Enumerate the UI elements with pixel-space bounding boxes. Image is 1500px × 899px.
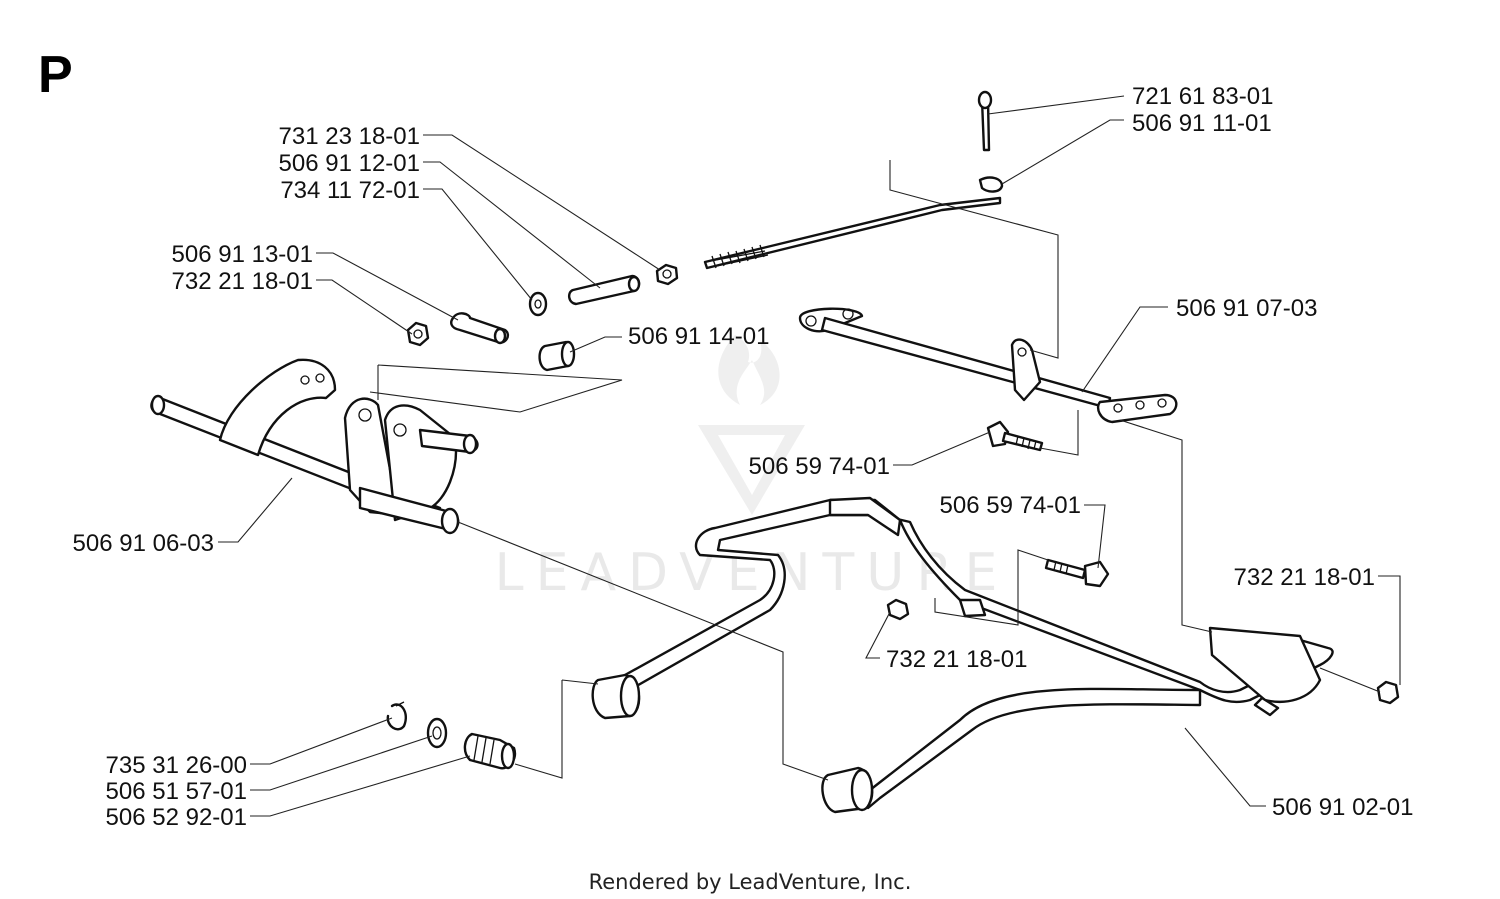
spacer-506-91-12-01 — [568, 274, 641, 306]
nut-731-23-18-01 — [655, 263, 679, 286]
callout-labels: 721 61 83-01 506 91 11-01 731 23 18-01 5… — [73, 83, 1414, 831]
cotter-pin-721-61-83-01 — [977, 90, 993, 152]
callout-506-91-07-03: 506 91 07-03 — [1176, 295, 1317, 322]
callout-506-91-11-01: 506 91 11-01 — [1132, 110, 1272, 137]
callout-506-91-06-03: 506 91 06-03 — [73, 530, 214, 557]
assembly-lines — [369, 160, 1381, 781]
callout-506-91-02-01: 506 91 02-01 — [1272, 794, 1413, 821]
nut-732-21-18-01-mid — [886, 598, 910, 621]
callout-731-23-18-01: 731 23 18-01 — [279, 123, 420, 150]
leader-lines — [218, 95, 1401, 817]
callout-506-52-92-01: 506 52 92-01 — [106, 804, 247, 831]
callout-732-21-18-01-left: 732 21 18-01 — [172, 268, 313, 295]
callout-506-91-13-01: 506 91 13-01 — [172, 241, 313, 268]
section-letter: P — [38, 46, 73, 104]
callout-734-11-72-01: 734 11 72-01 — [280, 177, 420, 204]
callout-506-59-74-01-upper: 506 59 74-01 — [749, 453, 890, 480]
bushing-506-52-92-01 — [463, 732, 517, 770]
washer-734-11-72-01 — [528, 291, 548, 317]
circlip-735-31-26-00 — [386, 701, 407, 731]
shaft-506-91-06-03 — [150, 358, 479, 535]
bushing-frame-left — [591, 673, 641, 720]
shaft-506-91-07-03 — [798, 307, 1178, 424]
rod-506-91-11-01 — [703, 176, 1004, 270]
nut-732-21-18-01-left — [406, 321, 430, 347]
footer-credit: Rendered by LeadVenture, Inc. — [589, 870, 912, 894]
callout-506-59-74-01-lower: 506 59 74-01 — [940, 492, 1081, 519]
bushing-506-91-14-01 — [538, 340, 576, 372]
callout-735-31-26-00: 735 31 26-00 — [106, 752, 247, 779]
bolt-506-59-74-01-lower — [1044, 558, 1110, 588]
nut-732-21-18-01-right — [1376, 680, 1400, 705]
callout-506-51-57-01: 506 51 57-01 — [106, 778, 247, 805]
callout-732-21-18-01-right: 732 21 18-01 — [1234, 564, 1375, 591]
callout-506-91-12-01: 506 91 12-01 — [279, 150, 420, 177]
bolt-506-59-74-01-upper — [986, 420, 1044, 452]
washer-506-51-57-01 — [426, 717, 448, 749]
pin-506-91-13-01 — [450, 312, 510, 345]
bushing-frame-bottom — [821, 766, 874, 814]
callout-732-21-18-01-mid: 732 21 18-01 — [886, 646, 1027, 673]
callout-721-61-83-01: 721 61 83-01 — [1132, 83, 1273, 110]
callout-506-91-14-01: 506 91 14-01 — [628, 323, 769, 350]
